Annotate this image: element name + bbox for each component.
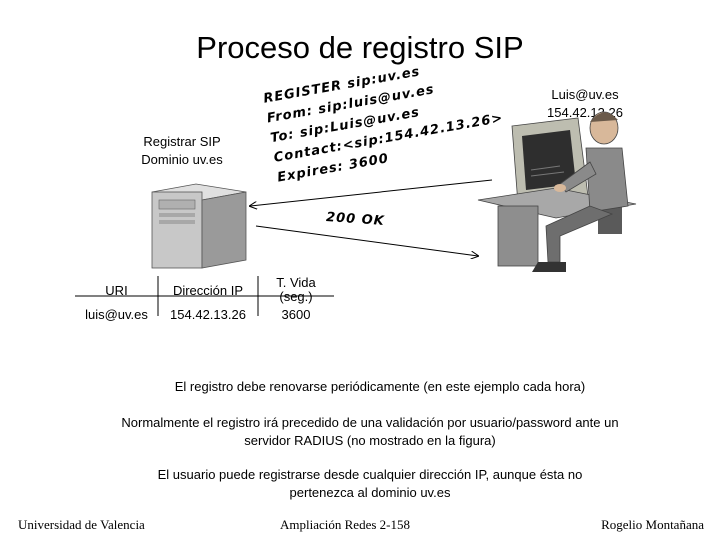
server-label-line2: Dominio uv.es xyxy=(141,152,223,167)
registry-table: URI Dirección IP T. Vida (seg.) luis@uv.… xyxy=(75,276,334,324)
ok-arrow xyxy=(255,225,478,256)
table-cell: 154.42.13.26 xyxy=(170,306,246,322)
server-icon xyxy=(151,183,247,269)
table-row: luis@uv.es 154.42.13.26 3600 xyxy=(75,304,334,324)
table-header: URI xyxy=(105,282,128,298)
note-renewal: El registro debe renovarse periódicament… xyxy=(174,379,586,394)
table-cell: luis@uv.es xyxy=(85,306,148,322)
page-title: Proceso de registro SIP xyxy=(196,30,524,65)
note-radius: Normalmente el registro irá precedido de… xyxy=(121,415,619,448)
table-header-row: URI Dirección IP T. Vida (seg.) xyxy=(75,276,334,304)
footer-right: Rogelio Montañana xyxy=(601,517,704,532)
user-workstation-icon xyxy=(477,111,637,272)
table-header: Dirección IP xyxy=(172,282,244,298)
footer-left: Universidad de Valencia xyxy=(18,517,145,532)
client-address: Luis@uv.es xyxy=(551,87,619,102)
footer-center: Ampliación Redes 2-158 xyxy=(280,517,410,532)
server-label: Registrar SIP Dominio uv.es xyxy=(112,133,252,169)
table-header: T. Vida (seg.) xyxy=(276,275,316,304)
registry-table-lines xyxy=(75,276,334,316)
register-arrow xyxy=(250,179,493,206)
note-any-ip: El usuario puede registrarse desde cualq… xyxy=(157,467,583,500)
server-label-line1: Registrar SIP xyxy=(143,134,221,149)
table-cell: 3600 xyxy=(281,306,311,322)
